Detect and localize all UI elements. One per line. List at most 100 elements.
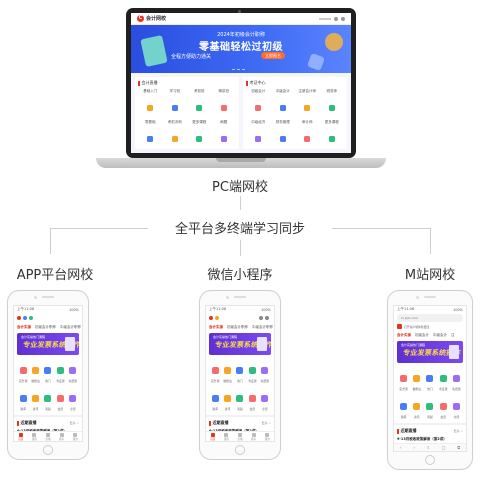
- pc-course-link[interactable]: 精讲班: [212, 89, 237, 115]
- feature-entry[interactable]: 实务课: [17, 359, 29, 383]
- feature-entry[interactable]: 题库: [209, 387, 221, 411]
- pc-course-link[interactable]: 学习班: [163, 89, 188, 115]
- tab-middle[interactable]: 中级会计职称: [252, 324, 273, 329]
- pc-course-link[interactable]: 基础入门: [138, 89, 163, 115]
- feature-entry[interactable]: 会员: [54, 387, 66, 411]
- pc-course-link[interactable]: 初级会计: [246, 89, 271, 115]
- category-tabs[interactable]: 会计实操 初级会计职称 中级会计职称 注册: [206, 323, 274, 331]
- reserve-button[interactable]: 预约: [67, 441, 79, 442]
- more-link[interactable]: 更多 >: [69, 421, 79, 425]
- tab-junior[interactable]: 初级会计职称: [35, 324, 56, 329]
- pc-course-link[interactable]: 考前冲刺: [163, 120, 188, 146]
- feature-entry[interactable]: 资讯: [29, 387, 41, 411]
- pc-course-link[interactable]: 考前班: [187, 89, 212, 115]
- feature-entry[interactable]: 题库: [17, 387, 29, 411]
- share-icon[interactable]: ⇪: [426, 445, 430, 450]
- pc-course-link[interactable]: 更多课程: [187, 120, 212, 146]
- pc-course-link[interactable]: 财务管理: [271, 120, 296, 146]
- pc-course-link[interactable]: 中级会计: [271, 89, 296, 115]
- bookmarks-icon[interactable]: □: [441, 445, 446, 450]
- promo-banner[interactable]: 会计实操热门课程 专业发票系统操作: [397, 341, 463, 363]
- back-icon[interactable]: ‹: [399, 445, 402, 450]
- tab-accounting[interactable]: 会计实操: [17, 324, 31, 329]
- category-tabs[interactable]: 会计实操 初级会计职称 中级会计职称 注册: [14, 323, 82, 331]
- message-icon[interactable]: [29, 316, 33, 320]
- forward-icon[interactable]: ›: [413, 445, 415, 450]
- feature-entry[interactable]: 做账班: [410, 367, 423, 391]
- feature-label: 考证课: [248, 379, 257, 383]
- feature-entry[interactable]: 考证课: [54, 359, 66, 383]
- menu-icon[interactable]: [341, 16, 345, 21]
- pc-course-link[interactable]: 税务师: [320, 89, 345, 115]
- feature-entry[interactable]: 免费课: [450, 367, 463, 391]
- bottom-tab[interactable]: 首页: [18, 432, 23, 441]
- bottom-tab[interactable]: 首页: [210, 432, 215, 441]
- bottom-tab[interactable]: 课程: [32, 432, 37, 441]
- feature-entry[interactable]: 答疑: [234, 387, 246, 411]
- promo-banner[interactable]: 会计实操热门课程 专业发票系统操作: [17, 333, 79, 355]
- category-tabs[interactable]: 会计实操 初级会计 中级会计 注: [394, 331, 466, 339]
- pc-course-link[interactable]: 刷题: [212, 120, 237, 146]
- feature-entry[interactable]: 热门: [234, 359, 246, 383]
- feature-entry[interactable]: 会员: [437, 395, 450, 419]
- tab-cpa[interactable]: 注: [451, 332, 455, 337]
- feature-entry[interactable]: 实务课: [209, 359, 221, 383]
- feature-entry[interactable]: 全部: [67, 387, 79, 411]
- banner-pagination[interactable]: [231, 68, 246, 70]
- feature-entry[interactable]: 答疑: [423, 395, 436, 419]
- pc-course-link[interactable]: 更多课程: [320, 120, 345, 146]
- user-avatar-icon[interactable]: [334, 16, 338, 21]
- feature-entry[interactable]: 题库: [397, 395, 410, 419]
- feature-entry[interactable]: 免费课: [259, 359, 271, 383]
- tab-accounting[interactable]: 会计实操: [209, 324, 223, 329]
- feature-entry[interactable]: 全部: [450, 395, 463, 419]
- feature-entry[interactable]: 答疑: [42, 387, 54, 411]
- pc-course-link[interactable]: 注册会计师: [295, 89, 320, 115]
- tab-junior[interactable]: 初级会计: [415, 332, 429, 337]
- more-link[interactable]: 更多 >: [453, 429, 463, 433]
- pc-hero-banner[interactable]: 2024年初级会计职称 零基础轻松过初级 全程方便助力通关 立即报名: [131, 25, 351, 73]
- home-button[interactable]: [43, 445, 53, 455]
- feature-entry[interactable]: 全部: [259, 387, 271, 411]
- feature-entry[interactable]: 实务课: [397, 367, 410, 391]
- feature-entry[interactable]: 做账班: [221, 359, 233, 383]
- bottom-tab[interactable]: 直播: [45, 432, 51, 441]
- feature-entry[interactable]: 会员: [246, 387, 258, 411]
- bottom-tab[interactable]: 直播: [237, 432, 243, 441]
- feature-entry[interactable]: 热门: [423, 367, 436, 391]
- bottom-tab[interactable]: 题库: [59, 432, 64, 441]
- reserve-button[interactable]: 预约: [259, 441, 271, 442]
- close-icon[interactable]: [265, 316, 269, 320]
- feature-entry[interactable]: 考证课: [437, 367, 450, 391]
- promo-banner[interactable]: 会计实操热门课程 专业发票系统操作: [209, 333, 271, 355]
- feature-entry[interactable]: 资讯: [410, 395, 423, 419]
- feature-entry[interactable]: 考证课: [246, 359, 258, 383]
- home-button[interactable]: [425, 455, 435, 465]
- home-button[interactable]: [235, 445, 245, 455]
- tab-junior[interactable]: 初级会计职称: [227, 324, 248, 329]
- tab-accounting[interactable]: 会计实操: [397, 332, 411, 337]
- search-bar[interactable]: [319, 17, 331, 20]
- banner-cta-button[interactable]: 立即报名: [261, 52, 285, 59]
- feature-entry[interactable]: 资讯: [221, 387, 233, 411]
- bottom-tab[interactable]: 我的: [73, 432, 78, 441]
- tab-middle[interactable]: 中级会计职称: [60, 324, 81, 329]
- bottom-tab[interactable]: 课程: [224, 432, 229, 441]
- search-icon[interactable]: [23, 316, 27, 320]
- pc-course-link[interactable]: 审计师: [295, 120, 320, 146]
- more-link[interactable]: 更多 >: [261, 421, 271, 425]
- search-icon[interactable]: [215, 316, 219, 320]
- tabs-icon[interactable]: ⧉: [457, 445, 461, 450]
- bottom-tab[interactable]: 题库: [251, 432, 256, 441]
- bottom-tab[interactable]: 我的: [265, 432, 270, 441]
- open-app-notice[interactable]: 打开客户端体验更佳: [397, 323, 463, 330]
- pc-course-link[interactable]: 中级经济: [246, 120, 271, 146]
- browser-url-bar[interactable]: m.kjzx.com: [397, 314, 463, 322]
- feature-entry[interactable]: 免费课: [67, 359, 79, 383]
- capsule-menu-icon[interactable]: [259, 316, 263, 320]
- pc-logo[interactable]: C 会计网校: [137, 15, 166, 22]
- feature-entry[interactable]: 做账班: [29, 359, 41, 383]
- tab-middle[interactable]: 中级会计: [433, 332, 447, 337]
- feature-entry[interactable]: 热门: [42, 359, 54, 383]
- pc-course-link[interactable]: 零基础: [138, 120, 163, 146]
